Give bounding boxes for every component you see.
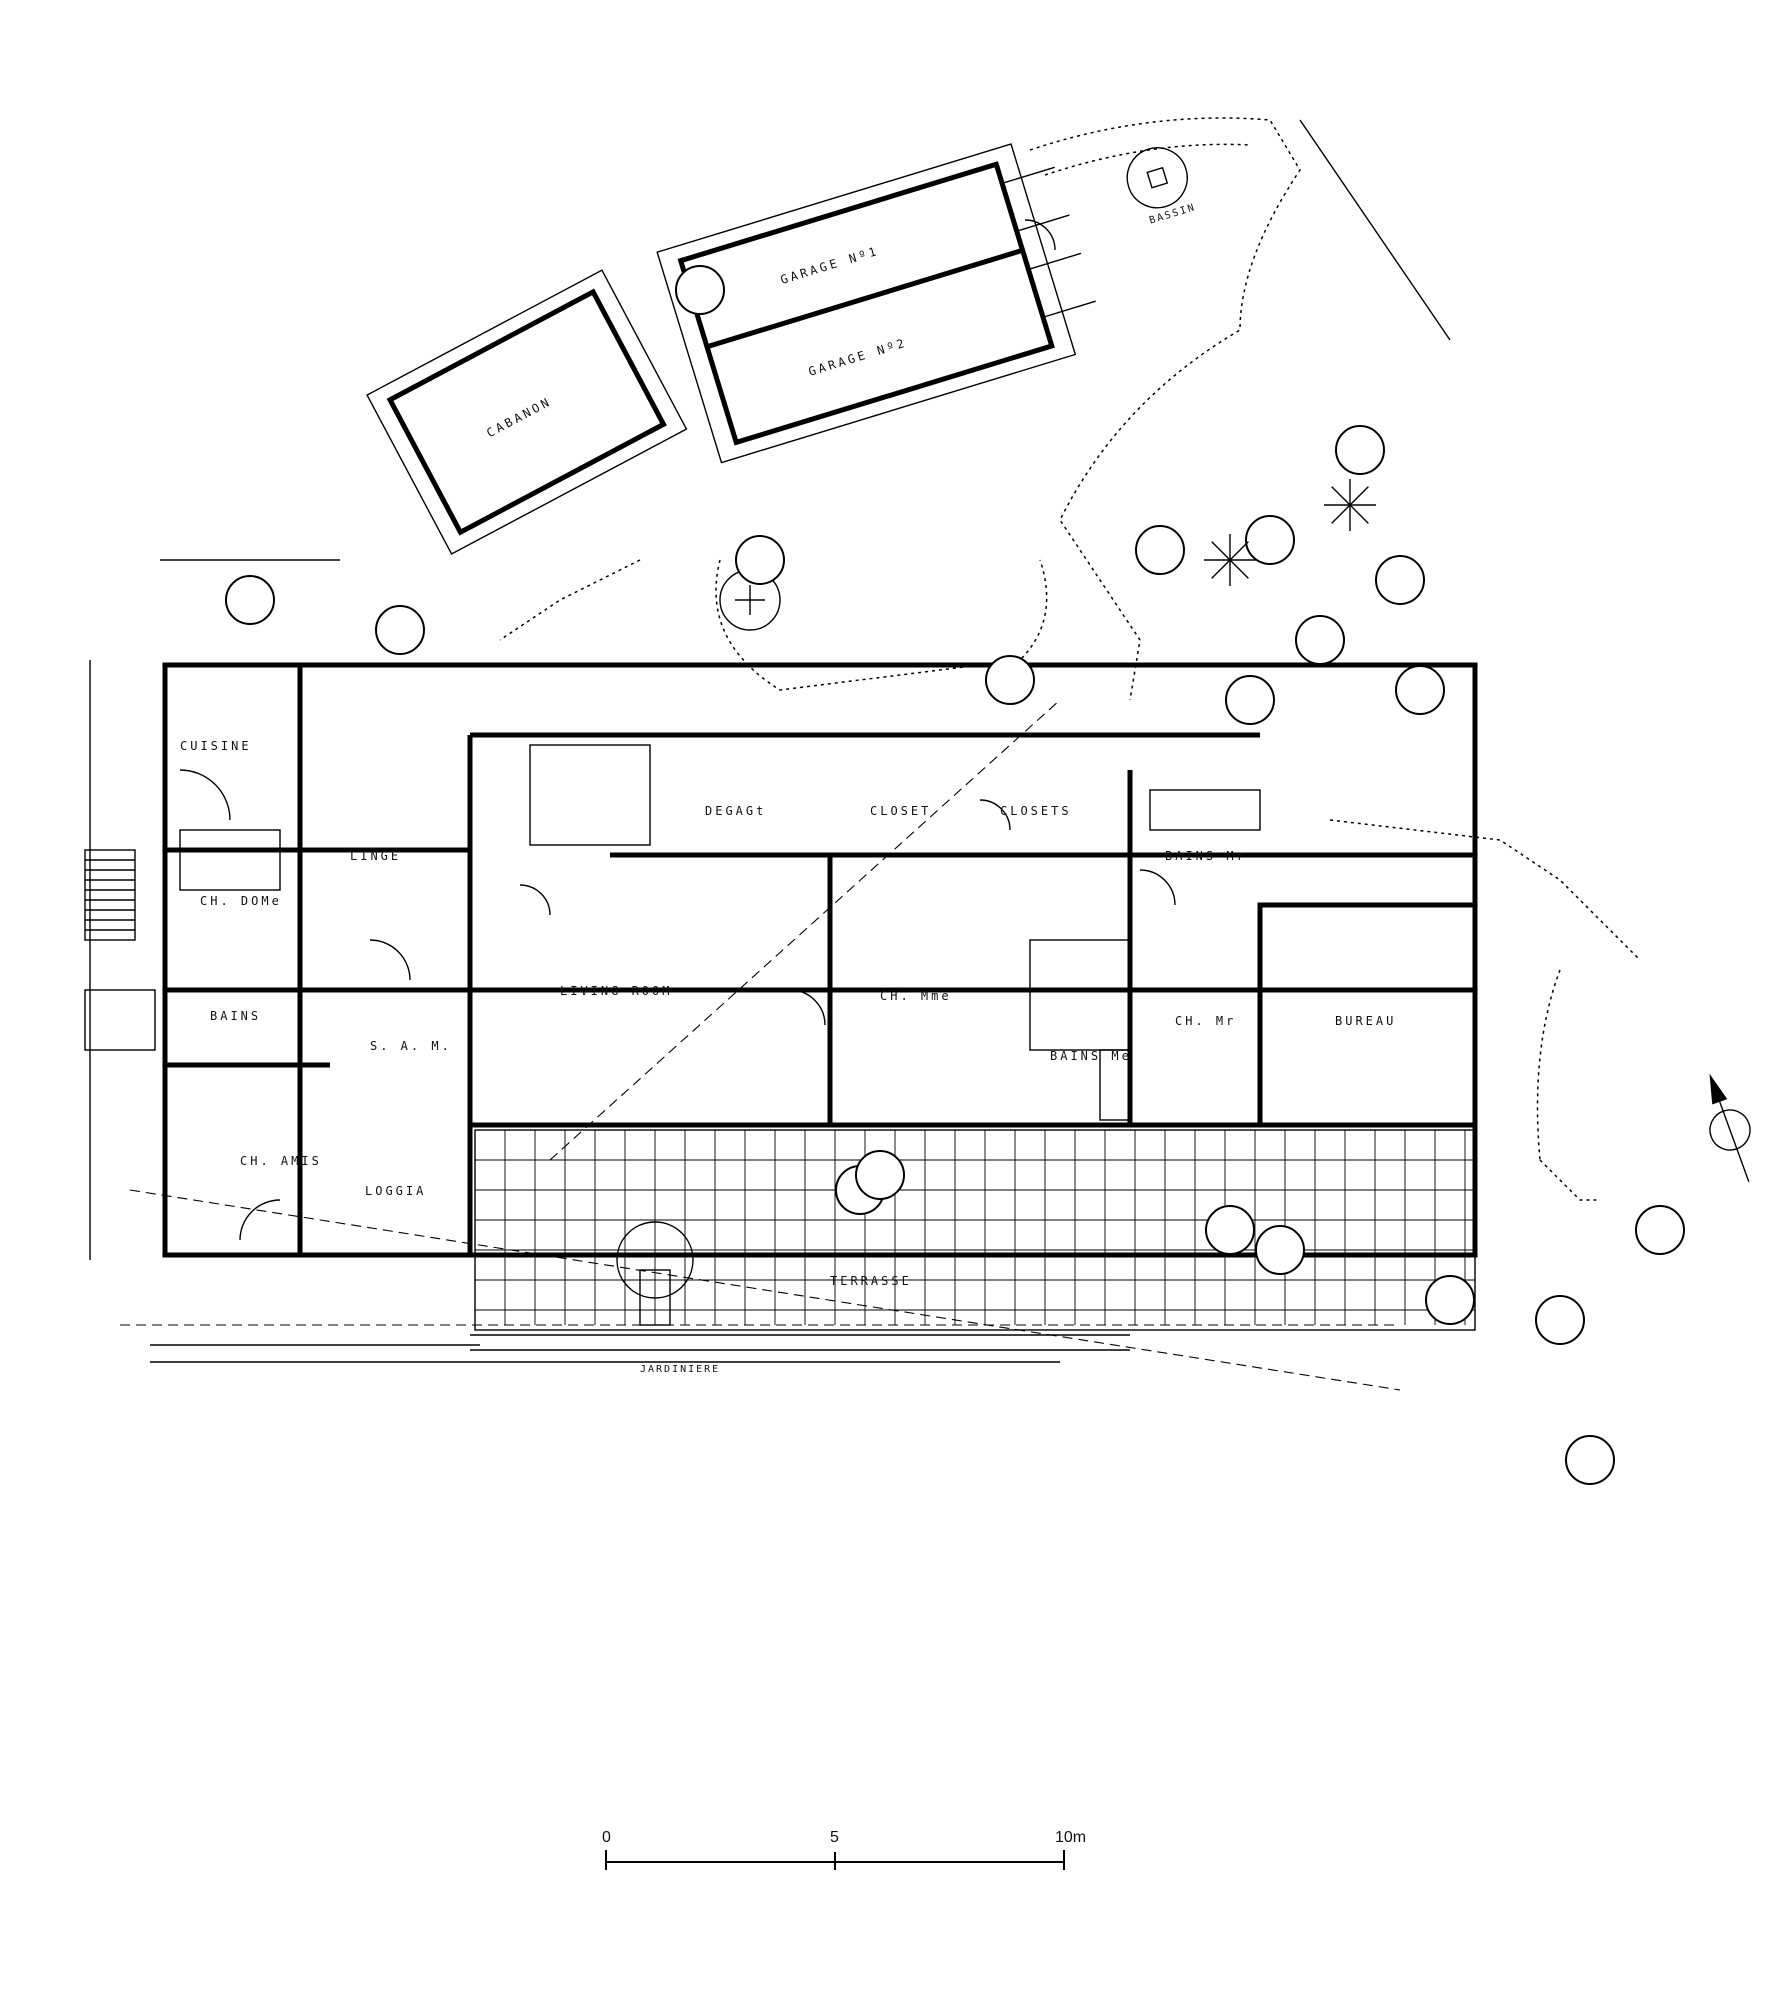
ch-madame-label: CH. Mme (880, 989, 952, 1003)
degagement-label: DEGAGt (705, 804, 766, 818)
trees (225, 265, 1685, 1485)
terrasse-label: TERRASSE (830, 1274, 912, 1288)
tree-icon (1225, 675, 1275, 725)
tree-icon (1205, 1205, 1255, 1255)
room-labels: CUISINE CH. DOMe BAINS LINGE S. A. M. CH… (180, 739, 1396, 1198)
dimension-lines (89, 119, 1451, 1363)
tree-icon (735, 535, 785, 585)
palm-icon (1331, 504, 1351, 524)
cuisine-label: CUISINE (180, 739, 252, 753)
closets-label: CLOSETS (1000, 804, 1072, 818)
tree-icon (1565, 1435, 1615, 1485)
scale-label-5: 5 (830, 1829, 839, 1846)
tree-icon (1535, 1295, 1585, 1345)
loggia-label: LOGGIA (365, 1184, 426, 1198)
scale-label-10m: 10m (1055, 1829, 1086, 1846)
salle-a-manger-label: S. A. M. (370, 1039, 452, 1053)
bains-monsieur-label: BAINS Mr (1165, 849, 1247, 863)
tree-icon (1245, 515, 1295, 565)
bains-left-label: BAINS (210, 1009, 261, 1023)
palm-icon (1349, 486, 1369, 506)
garage-block: GARAGE Nº1 GARAGE Nº2 BASSIN (656, 143, 1197, 464)
tree-icon (675, 265, 725, 315)
ch-amis-label: CH. AMIS (240, 1154, 322, 1168)
tree-icon (1295, 615, 1345, 665)
living-room-label: LIVING ROOM (560, 984, 672, 998)
cabanon-block: CABANON (366, 269, 688, 555)
palm-icon (1331, 486, 1351, 506)
palm-icon (1229, 559, 1249, 579)
bureau-label: BUREAU (1335, 1014, 1396, 1028)
tree-icon (1635, 1205, 1685, 1255)
bains-madame-label: BAINS Me (1050, 1049, 1132, 1063)
tree-icon (375, 605, 425, 655)
tree-icon (1375, 555, 1425, 605)
scale-label-0: 0 (602, 1829, 611, 1846)
jardiniere-label: JARDINIERE (640, 1364, 720, 1375)
bassin-label: BASSIN (1148, 202, 1197, 227)
linge-label: LINGE (350, 849, 401, 863)
scale-bar: 0 5 10m (602, 1829, 1086, 1870)
tree-icon (985, 655, 1035, 705)
garage-2-label: GARAGE Nº2 (807, 336, 909, 379)
door-swings (179, 219, 1176, 1241)
tree-icon (1255, 1225, 1305, 1275)
palm-icon (1229, 541, 1249, 561)
palm-icon (1349, 504, 1369, 524)
tree-icon (225, 575, 275, 625)
cabanon-label: CABANON (484, 394, 554, 440)
ch-monsieur-label: CH. Mr (1175, 1014, 1236, 1028)
ch-domestique-label: CH. DOMe (200, 894, 282, 908)
tree-icon (855, 1150, 905, 1200)
closet-label: CLOSET (870, 804, 931, 818)
palm-icon (1211, 541, 1231, 561)
tree-icon (1335, 425, 1385, 475)
house-walls (162, 662, 1478, 1258)
tree-icon (1395, 665, 1445, 715)
tree-icon (1135, 525, 1185, 575)
driveway (499, 117, 1641, 1201)
entry-stairs (84, 849, 156, 1051)
palm-icon (1211, 559, 1231, 579)
tree-icon (1425, 1275, 1475, 1325)
garage-1-label: GARAGE Nº1 (779, 244, 881, 287)
section-lines (120, 699, 1401, 1391)
north-arrow-icon (1709, 1073, 1751, 1182)
